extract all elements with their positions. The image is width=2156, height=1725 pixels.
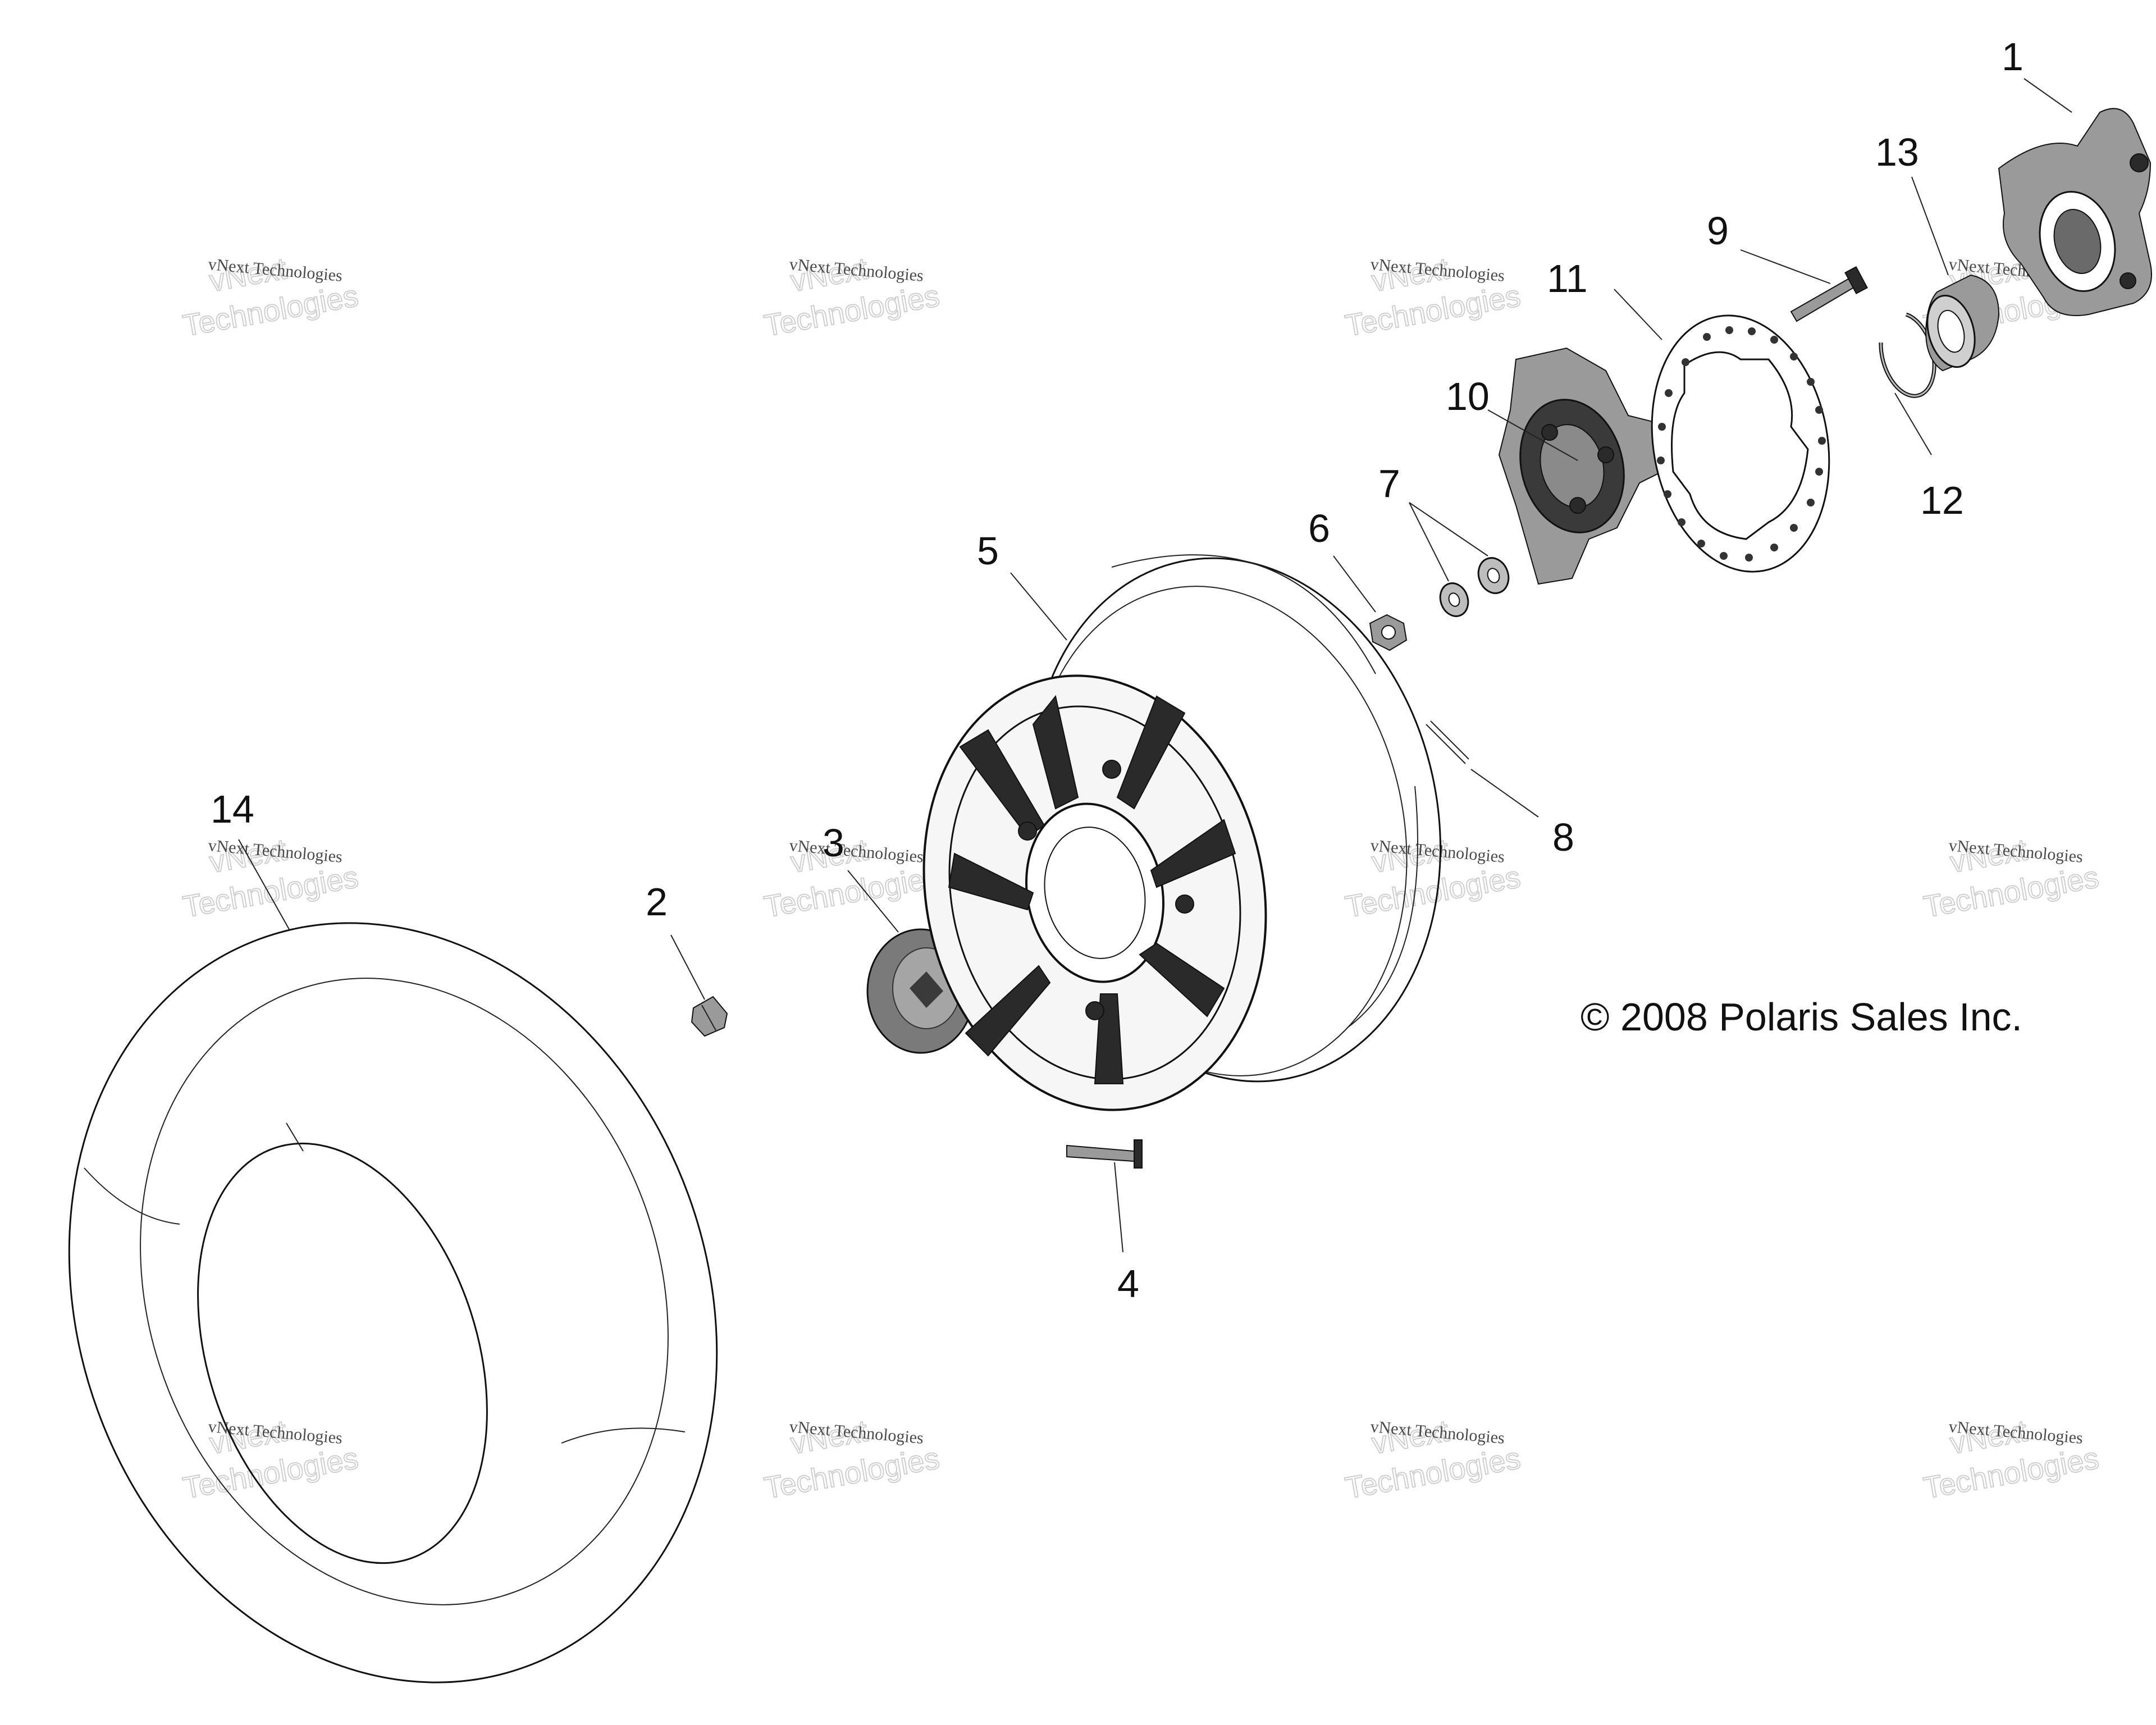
callout-9: 9 [1707, 209, 1729, 253]
copyright-notice: © 2008 Polaris Sales Inc. [1581, 995, 2022, 1039]
tire [68, 922, 718, 1683]
lug-nut [691, 996, 728, 1037]
watermark: vNext Technologies vNext Technologies [1921, 832, 2102, 924]
leader-3 [847, 870, 899, 933]
wheel-stud [1790, 266, 1868, 322]
callout-3: 3 [823, 821, 844, 865]
callout-14: 14 [211, 787, 254, 831]
leader-8 [1470, 769, 1539, 818]
wheel-stud-bolt [1066, 1139, 1143, 1169]
svg-text:Technologies: Technologies [762, 279, 942, 343]
watermark: vNext Technologies vNext Technologies [761, 1413, 943, 1505]
svg-text:Technologies: Technologies [1921, 1441, 2102, 1505]
svg-text:Technologies: Technologies [1343, 279, 1523, 343]
leader-4 [1114, 1162, 1123, 1253]
callout-10: 10 [1446, 375, 1490, 418]
leader-13 [1911, 176, 1949, 276]
leader-1 [2023, 78, 2072, 113]
wheel-hub [1498, 347, 1674, 585]
svg-text:Technologies: Technologies [1343, 1441, 1523, 1505]
brake-disc [1651, 314, 1830, 573]
svg-text:Technologies: Technologies [181, 860, 361, 924]
callout-8: 8 [1552, 815, 1574, 859]
leader-9 [1740, 249, 1831, 284]
leader-10 [1487, 409, 1578, 461]
leader-lines [238, 78, 2072, 1253]
leader-11 [1614, 289, 1662, 340]
callout-labels: 1 2 3 4 5 6 7 8 9 10 11 12 13 14 [211, 35, 2023, 1306]
watermark: vNext Technologies vNext Technologies [180, 1413, 362, 1505]
leader-7a [1409, 502, 1449, 582]
watermark: vNext Technologies vNext Technologies [1342, 251, 1524, 343]
leader-7b [1409, 502, 1488, 556]
svg-text:Technologies: Technologies [1921, 860, 2102, 924]
bearing [1925, 274, 2000, 372]
callout-4: 4 [1117, 1262, 1139, 1306]
watermark: vNext Technologies vNext Technologies [1921, 1413, 2102, 1505]
leader-12 [1894, 393, 1932, 455]
callout-13: 13 [1875, 130, 1919, 174]
retaining-ring [1879, 312, 1936, 398]
watermark: vNext Technologies vNext Technologies [761, 251, 943, 343]
watermark: vNext Technologies vNext Technologies [1342, 832, 1524, 924]
leader-6 [1333, 555, 1376, 613]
callout-1: 1 [2002, 35, 2023, 79]
washers [1439, 557, 1510, 617]
steering-knuckle [1998, 108, 2152, 316]
watermark: vNext Technologies vNext Technologies [180, 251, 362, 343]
svg-text:Technologies: Technologies [181, 1441, 361, 1505]
watermark: vNext Technologies vNext Technologies [761, 832, 943, 924]
watermark: vNext Technologies vNext Technologies [1342, 1413, 1524, 1505]
svg-text:Technologies: Technologies [762, 860, 942, 924]
callout-2: 2 [646, 880, 668, 924]
leader-5 [1010, 572, 1067, 641]
svg-text:Technologies: Technologies [762, 1441, 942, 1505]
callout-12: 12 [1920, 478, 1964, 522]
svg-text:Technologies: Technologies [181, 279, 361, 343]
callout-5: 5 [977, 529, 999, 573]
wheel-rim [922, 554, 1441, 1111]
leader-14 [238, 839, 290, 930]
cotter-pin [1426, 720, 1469, 764]
watermark: vNext Technologies vNext Technologies [180, 832, 362, 924]
hub-nut [1369, 614, 1408, 651]
leader-2 [670, 934, 705, 1000]
callout-7: 7 [1378, 462, 1400, 505]
callout-11: 11 [1547, 257, 1588, 300]
callout-6: 6 [1308, 506, 1330, 550]
